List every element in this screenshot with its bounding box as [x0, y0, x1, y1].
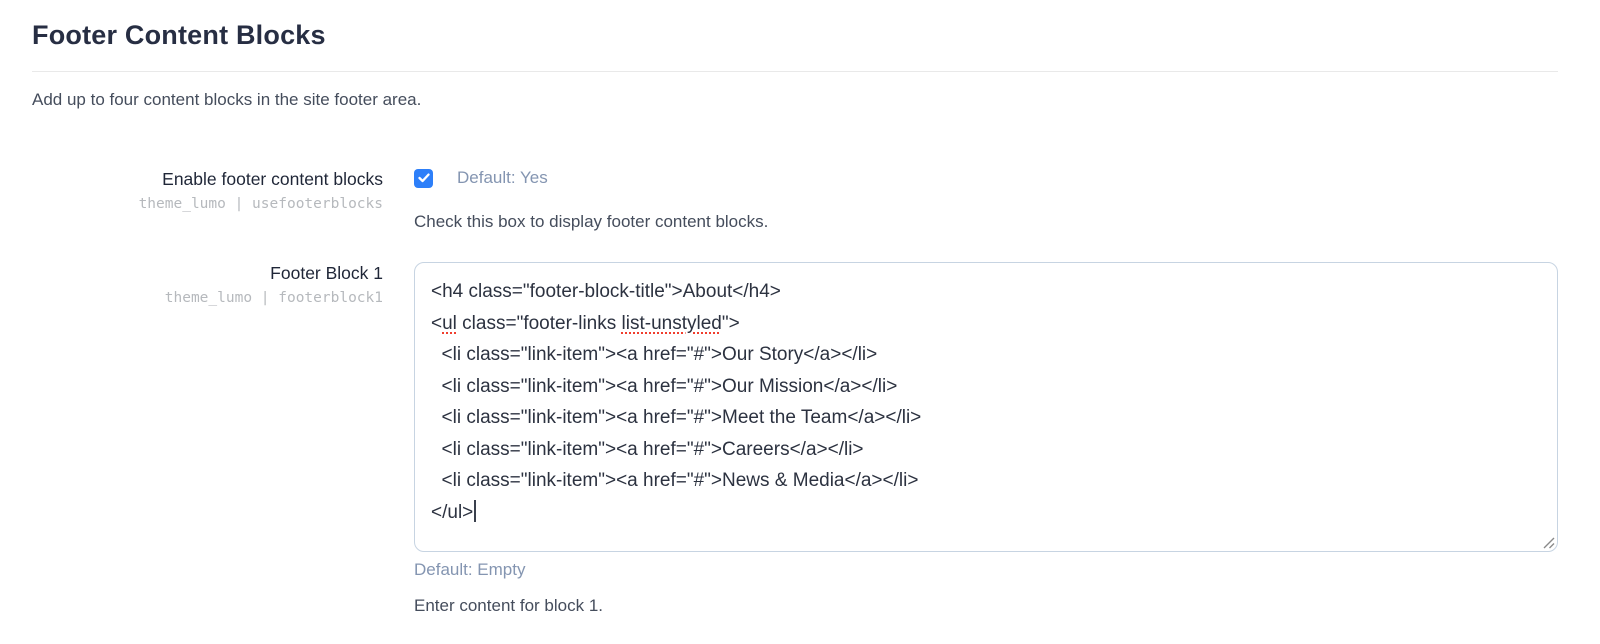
field-help-block1: Enter content for block 1.	[414, 596, 603, 615]
default-value-label-block1: Default: Empty	[414, 560, 526, 579]
code-line: <h4 class="footer-block-title">About</h4…	[431, 281, 781, 302]
misspelled-word: list-unstyled	[621, 312, 722, 334]
default-value-label-enable: Default: Yes	[457, 168, 548, 187]
enable-checkbox[interactable]	[414, 168, 433, 188]
enable-checkbox-line: Default: Yes	[414, 168, 1558, 188]
code-line: <li class="link-item"><a href="#">Meet t…	[431, 407, 922, 428]
text-caret	[474, 499, 476, 522]
field-control-cell-block1: <h4 class="footer-block-title">About</h4…	[414, 262, 1558, 618]
field-label-block1: Footer Block 1	[270, 263, 383, 283]
page-title: Footer Content Blocks	[32, 20, 326, 50]
field-help-enable: Check this box to display footer content…	[414, 212, 769, 231]
section-divider	[32, 71, 1558, 72]
page-description: Add up to four content blocks in the sit…	[32, 90, 422, 109]
field-row-block1: Footer Block 1 theme_lumo | footerblock1…	[32, 262, 1558, 618]
code-line: <li class="link-item"><a href="#">Career…	[431, 438, 864, 460]
field-row-enable: Enable footer content blocks theme_lumo …	[32, 168, 1558, 234]
code-line: <ul class="footer-links list-unstyled">	[431, 312, 740, 334]
misspelled-word: ul	[442, 312, 457, 334]
code-line: <li class="link-item"><a href="#">News &…	[431, 470, 919, 491]
checkmark-icon	[417, 173, 430, 183]
field-meta-block1: theme_lumo | footerblock1	[164, 290, 383, 306]
field-meta-enable: theme_lumo | usefooterblocks	[138, 196, 383, 212]
code-line: </ul>	[431, 497, 1541, 529]
footer-block1-textarea[interactable]: <h4 class="footer-block-title">About</h4…	[414, 262, 1558, 552]
field-control-cell-enable: Default: Yes Check this box to display f…	[414, 168, 1558, 234]
field-label-enable: Enable footer content blocks	[162, 169, 383, 189]
settings-page: Footer Content Blocks Add up to four con…	[32, 20, 1558, 618]
code-line: <li class="link-item"><a href="#">Our Mi…	[431, 375, 898, 397]
code-line: <li class="link-item"><a href="#">Our St…	[431, 344, 878, 365]
field-label-cell-enable: Enable footer content blocks theme_lumo …	[32, 168, 383, 213]
field-label-cell-block1: Footer Block 1 theme_lumo | footerblock1	[32, 262, 383, 307]
resize-handle-icon[interactable]	[1541, 535, 1555, 549]
